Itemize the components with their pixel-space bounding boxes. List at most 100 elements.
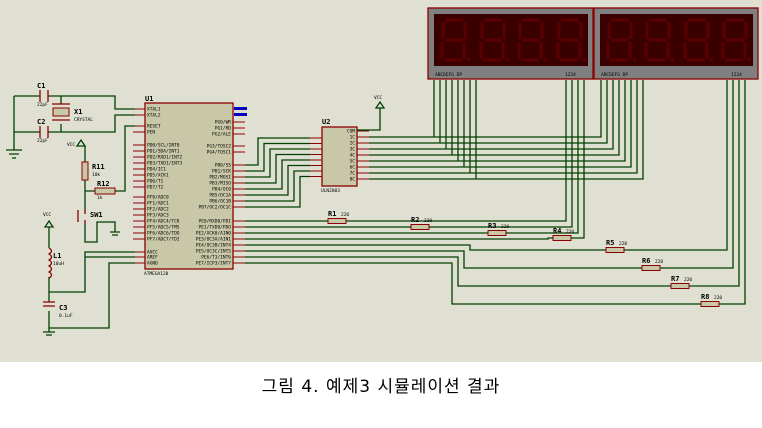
wire — [245, 170, 310, 202]
u1-pin-label: XTAL1 — [147, 107, 161, 113]
wire — [245, 80, 740, 287]
display-1-segment-label: ABCDEFG DP — [435, 72, 462, 78]
r11-ref: R11 — [92, 163, 105, 171]
vcc-label-1: VCC — [67, 142, 75, 148]
u1-pin-label: PB5/OC1A — [209, 193, 231, 199]
wire — [245, 80, 734, 269]
schematic-canvas[interactable]: ABCDEFG DP 1234 ABCDEFG DP 1234 U1 ATMEG… — [0, 0, 762, 362]
c1-value: 22pF — [37, 102, 48, 108]
u2-part: ULN2803 — [321, 188, 340, 194]
sw1-ref[interactable]: SW1 — [90, 211, 103, 219]
display-2-digit-label: 1234 — [731, 72, 742, 78]
resistor-value: 220 — [566, 229, 574, 235]
digit — [556, 18, 586, 62]
u1-pin-label: PF2/ADC2 — [147, 207, 169, 213]
wire — [245, 80, 746, 305]
u1-pin-label: PB7/OC2/OC1C — [198, 205, 231, 211]
u1-pin-label: AVCC — [147, 250, 158, 256]
figure-caption: 그림 4. 예제3 시뮬레이션 결과 — [261, 377, 501, 397]
resistor-ref: R2 — [411, 216, 419, 224]
c3-value: 0.1uF — [59, 313, 73, 319]
u1-pin-label: PD4/IC1 — [147, 167, 166, 173]
wire — [369, 80, 602, 138]
u1-atmega128[interactable]: U1 ATMEGA128 XTAL1XTAL2RESETPENPD0/SCL/I… — [133, 95, 247, 277]
u1-pin-label: PE0/RXD0/PDI — [198, 219, 231, 225]
u2-ref: U2 — [322, 118, 330, 126]
u1-pin-label: PD2/RXD1/INT2 — [147, 155, 183, 161]
u2-pin-label: 1C — [350, 135, 356, 141]
u1-pin-label: PB6/OC1B — [209, 199, 231, 205]
u1-pin-label: PF4/ADC4/TCK — [147, 219, 180, 225]
c2-ref: C2 — [37, 118, 45, 126]
u1-pin-label: PF1/ADC1 — [147, 201, 169, 207]
wire — [369, 80, 608, 144]
u1-pin-label: PE7/ICP3/INT7 — [196, 261, 232, 267]
u1-pin-label: PD3/TXD1/INT3 — [147, 161, 183, 167]
u2-pin-label: 7C — [350, 171, 356, 177]
wire — [245, 175, 310, 208]
u1-pin-label: PE6/T3/INT6 — [201, 255, 231, 261]
u1-pin-label: AGND — [147, 261, 158, 267]
vcc-u2: VCC — [357, 95, 386, 131]
r12-ref: R12 — [97, 180, 110, 188]
u1-pin-label: PF3/ADC3 — [147, 213, 169, 219]
u1-pin-label: PB4/OC0 — [212, 187, 231, 193]
u1-pin-label: PD0/SCL/INT0 — [147, 143, 180, 149]
wire — [245, 153, 310, 184]
resistor-ref: R8 — [701, 293, 709, 301]
u1-pin-label: PF0/ADC0 — [147, 195, 169, 201]
x1-ref: X1 — [74, 108, 82, 116]
u1-pin-label: RESET — [147, 124, 161, 130]
r11-value: 10k — [92, 172, 100, 178]
u2-pin-label: 2C — [350, 141, 356, 147]
wire — [245, 164, 310, 196]
u1-pin-label: PE5/OC3C/INT5 — [196, 249, 232, 255]
u1-pin-label: PG0/WR — [215, 120, 232, 126]
wire — [369, 80, 644, 180]
wire — [245, 80, 579, 234]
wire — [369, 80, 632, 168]
digit — [517, 18, 547, 62]
wire — [245, 137, 310, 166]
resistor-ref: R5 — [606, 239, 614, 247]
u1-pin-label: PB2/MOSI — [209, 175, 231, 181]
resistor-ref: R4 — [553, 227, 561, 235]
u1-pin-label: PE3/OC3A/AIN1 — [196, 237, 232, 243]
c3-ref: C3 — [59, 304, 67, 312]
resistor-ref: R1 — [328, 210, 336, 218]
r12-value: 1k — [97, 195, 103, 201]
u2-pin-label: 8C — [350, 177, 356, 183]
u1-pin-label: PE4/OC3B/INT4 — [196, 243, 232, 249]
resistor-ref: R3 — [488, 222, 496, 230]
display-1-digit-label: 1234 — [565, 72, 576, 78]
u1-pin-label: PF6/ADC6/TDO — [147, 231, 180, 237]
u1-pin-label: PB3/MISO — [209, 181, 231, 187]
wire — [245, 80, 585, 240]
resistor-r8[interactable]: R8 220 — [700, 293, 722, 307]
u2-pin-label: 3C — [350, 147, 356, 153]
crystal-circuit: C1 22pF C2 22pF X1 CRYSTAL — [6, 82, 135, 159]
u1-pin-label: PD7/T2 — [147, 185, 164, 191]
digit — [440, 18, 470, 62]
vcc-label-2: VCC — [43, 212, 51, 218]
u1-pin-label: PG3/TOSC2 — [207, 144, 232, 150]
u1-pin-label: PG1/RD — [215, 126, 232, 132]
resistor-value: 220 — [714, 295, 722, 301]
wire — [245, 148, 310, 178]
resistor-r4[interactable]: R4 220 — [552, 227, 574, 241]
u1-pin-label: AREF — [147, 255, 158, 261]
u1-pin-label: PD5/XCK1 — [147, 173, 169, 179]
digit — [644, 18, 674, 62]
u1-ref: U1 — [145, 95, 153, 103]
wire — [245, 80, 573, 228]
u2-pin-label: COM — [347, 129, 355, 135]
digit — [479, 18, 509, 62]
